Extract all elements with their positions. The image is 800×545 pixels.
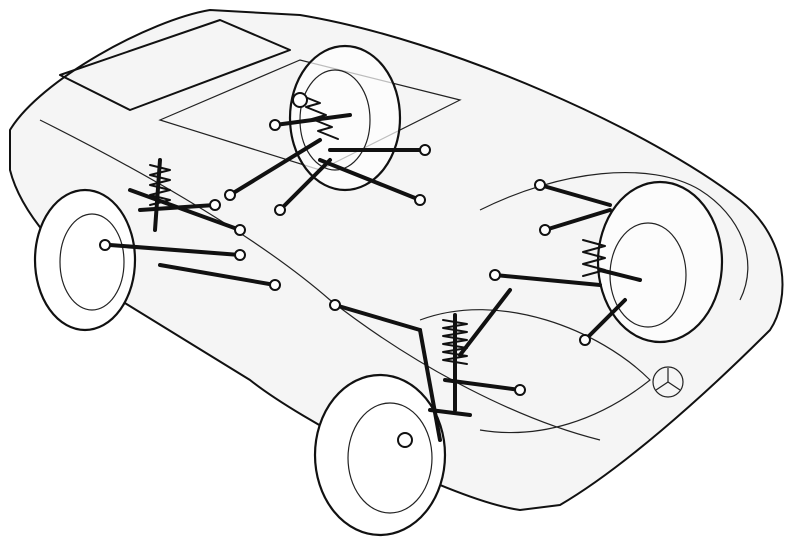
ball-joints [99, 92, 591, 448]
coil-springs [149, 94, 606, 412]
rear-window [59, 19, 291, 111]
windshield [158, 59, 462, 171]
three-pointed-star-emblem [652, 366, 684, 398]
car-body [9, 9, 784, 511]
wheel-rear-left [33, 188, 137, 332]
suspension-arms [108, 113, 642, 442]
wheel-front-right [596, 180, 724, 344]
wheel-front-left [313, 373, 447, 537]
